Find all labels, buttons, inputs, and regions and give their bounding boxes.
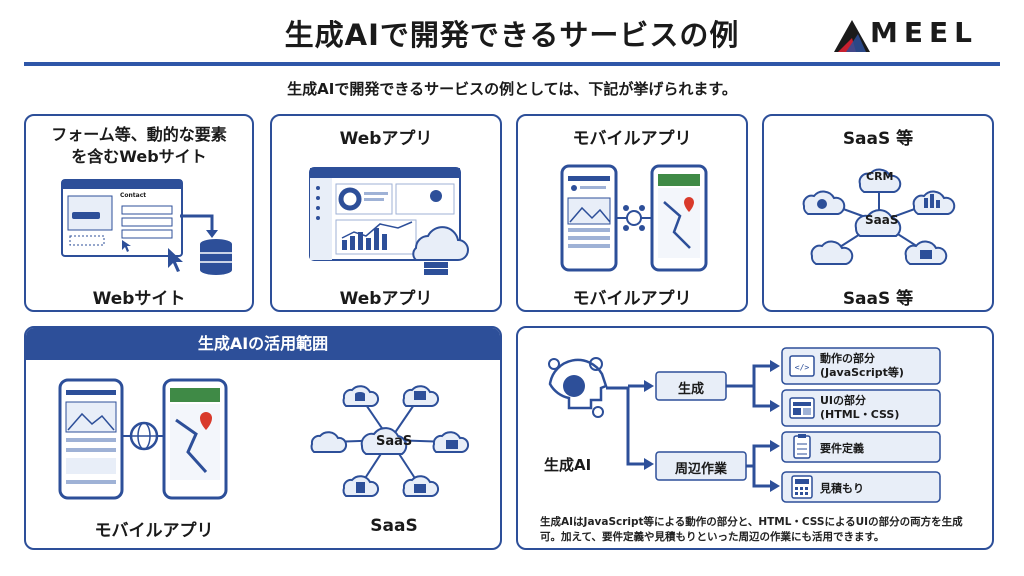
header-divider	[24, 62, 1000, 66]
flow-description: 生成AIはJavaScript等による動作の部分と、HTML・CSSによるUIの…	[540, 516, 963, 543]
webapp-dashboard-illustration	[309, 167, 469, 275]
clipboard-icon	[793, 435, 811, 459]
mobile-phones-illustration	[560, 164, 708, 272]
logo-text: MEEL	[870, 16, 978, 49]
card-mobile-caption: モバイルアプリ	[572, 289, 692, 309]
card-mobile-title: モバイルアプリ	[572, 129, 692, 149]
card-webapp-title: Webアプリ	[339, 129, 433, 149]
saas-crm-label: CRM	[866, 170, 894, 183]
scope-mobile-caption: モバイルアプリ	[94, 521, 214, 541]
card-ai-scope: 生成AIの活用範囲 モバイルアプリ	[24, 326, 502, 550]
code-icon	[789, 355, 815, 377]
page-title: 生成AIで開発できるサービスの例	[284, 18, 740, 52]
flow-diagram: </>	[548, 347, 941, 503]
flow-branch-peripheral: 周辺作業	[674, 462, 727, 477]
contact-form-label: Contact	[120, 192, 147, 199]
website-form-illustration	[61, 179, 232, 275]
card-webapp-caption: Webアプリ	[339, 289, 433, 309]
scope-saas-caption: SaaS	[370, 516, 418, 536]
card-webapp: Webアプリ Webアプリ	[270, 114, 502, 312]
card-saas-title: SaaS 等	[842, 129, 914, 149]
card-website-title-1: フォーム等、動的な要素	[51, 125, 227, 144]
saas-hub-label: SaaS	[865, 213, 899, 227]
svg-text:</>: </>	[795, 363, 810, 372]
scope-header: 生成AIの活用範囲	[26, 328, 500, 360]
page-subtitle: 生成AIで開発できるサービスの例としては、下記が挙げられます。	[287, 80, 737, 98]
saas-network-illustration	[802, 168, 956, 265]
card-website: フォーム等、動的な要素 を含むWebサイト Contact Webサイト	[24, 114, 254, 312]
logo-mark-icon	[834, 20, 870, 52]
flow-item-ui: UIの部分 (HTML・CSS)	[820, 394, 899, 422]
scope-saas-illustration	[310, 385, 470, 497]
flow-item-requirements: 要件定義	[820, 442, 864, 455]
scope-saas-hub-label: SaaS	[376, 434, 413, 449]
scope-mobile-illustration	[58, 378, 228, 500]
flow-item-behavior-line1: 動作の部分	[820, 352, 875, 365]
flow-item-ui-line1: UIの部分	[820, 394, 867, 407]
flow-item-estimate: 見積もり	[820, 482, 864, 495]
card-saas-caption: SaaS 等	[842, 289, 914, 309]
brand-logo: MEEL	[832, 14, 992, 54]
flow-item-behavior: 動作の部分 (JavaScript等)	[820, 352, 904, 380]
flow-branch-generate: 生成	[677, 382, 704, 397]
flow-item-ui-line2: (HTML・CSS)	[820, 408, 900, 421]
flow-item-behavior-line2: (JavaScript等)	[820, 366, 904, 379]
ai-head-icon	[548, 357, 608, 418]
flow-source-label: 生成AI	[544, 456, 592, 474]
card-saas: SaaS 等 CRM SaaS SaaS 等	[762, 114, 994, 312]
card-mobile: モバイルアプリ モバイルアプリ	[516, 114, 748, 312]
card-website-caption: Webサイト	[92, 289, 186, 309]
card-ai-flow: </> 生成AI 生成 周辺作業 動作の部分 (JavaScript等) UIの…	[516, 326, 994, 550]
card-website-title-2: を含むWebサイト	[71, 147, 207, 166]
